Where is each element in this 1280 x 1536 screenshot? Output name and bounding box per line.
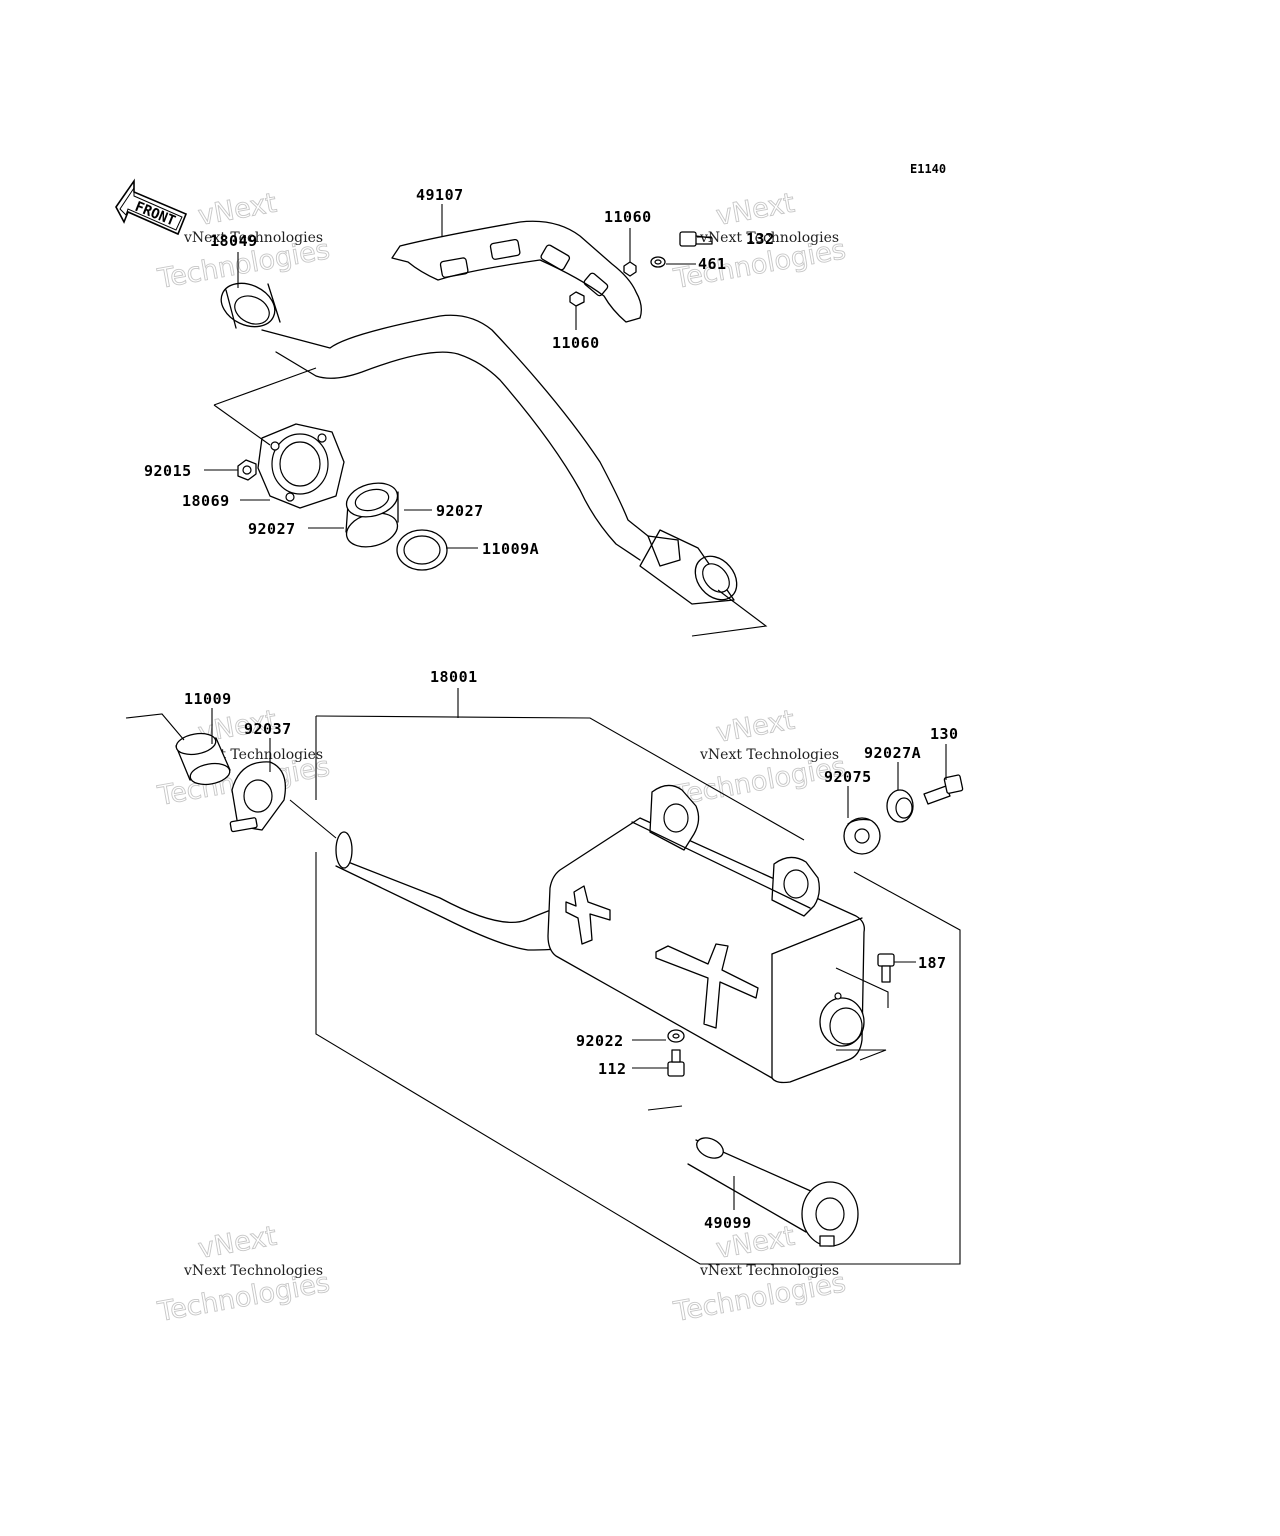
svg-text:vNext Technologies: vNext Technologies [183,230,323,246]
label-92037: 92037 [244,720,292,738]
svg-text:vNext: vNext [714,188,797,232]
label-187: 187 [918,954,947,972]
label-92075: 92075 [824,768,872,786]
watermark-bottom-left: vNext Technologies vNext Technologies [154,1220,332,1328]
washer-11060-bottom [569,291,585,307]
label-132: 132 [746,230,775,248]
leader-lines [204,204,947,1210]
watermark-top-left: vNext Technologies vNext Technologies [154,187,332,295]
exhaust-header-pipe [220,282,738,605]
label-11009A: 11009A [482,540,539,558]
bolt-112 [667,1049,685,1077]
muffler-body [547,784,865,1084]
label-92027-right: 92027 [436,502,484,520]
label-92027A: 92027A [864,744,921,762]
bolt-187 [877,953,895,983]
label-11060-bottom: 11060 [552,334,600,352]
label-130: 130 [930,725,959,743]
label-49099: 49099 [704,1214,752,1232]
nut-92015 [237,459,257,481]
svg-text:vNext: vNext [714,705,797,749]
label-92022: 92022 [576,1032,624,1050]
label-11060-top: 11060 [604,208,652,226]
svg-text:vNext Technologies: vNext Technologies [699,230,839,246]
exhaust-gasket-flange [257,423,345,509]
front-arrow-icon: FRONT [115,178,188,236]
part-labels: 18049 49107 11060 11060 132 461 92015 18… [144,186,959,1232]
muffler-inlet-pipe [335,831,569,951]
svg-text:vNext Technologies: vNext Technologies [183,1263,323,1279]
label-92015: 92015 [144,462,192,480]
spark-arrester [687,1137,859,1247]
washer-11060-top [623,261,637,277]
heat-guard [391,220,642,323]
svg-text:vNext Technologies: vNext Technologies [699,747,839,763]
label-461: 461 [698,255,727,273]
gasket-11009 [175,732,231,786]
clamp-92037 [229,761,287,833]
label-49107: 49107 [416,186,464,204]
label-112: 112 [598,1060,627,1078]
label-11009: 11009 [184,690,232,708]
label-18069: 18069 [182,492,230,510]
svg-text:vNext: vNext [196,188,279,232]
label-18049: 18049 [210,232,258,250]
label-18001: 18001 [430,668,478,686]
diagram-code: E1140 [910,162,946,176]
svg-text:vNext Technologies: vNext Technologies [699,1263,839,1279]
bolt-130 [923,774,964,805]
washer-92022 [667,1029,685,1043]
upper-reference-lines [213,367,768,637]
svg-text:vNext: vNext [196,1221,279,1265]
collar-92027A [886,789,914,823]
split-collar [345,482,399,548]
lower-reference-frame [125,713,961,1265]
watermark-mid-right: vNext Technologies vNext Technologies [670,704,848,812]
nut-461 [650,256,666,268]
ring-11009A [396,529,448,571]
label-92027-left: 92027 [248,520,296,538]
grommet-92075 [843,817,881,855]
